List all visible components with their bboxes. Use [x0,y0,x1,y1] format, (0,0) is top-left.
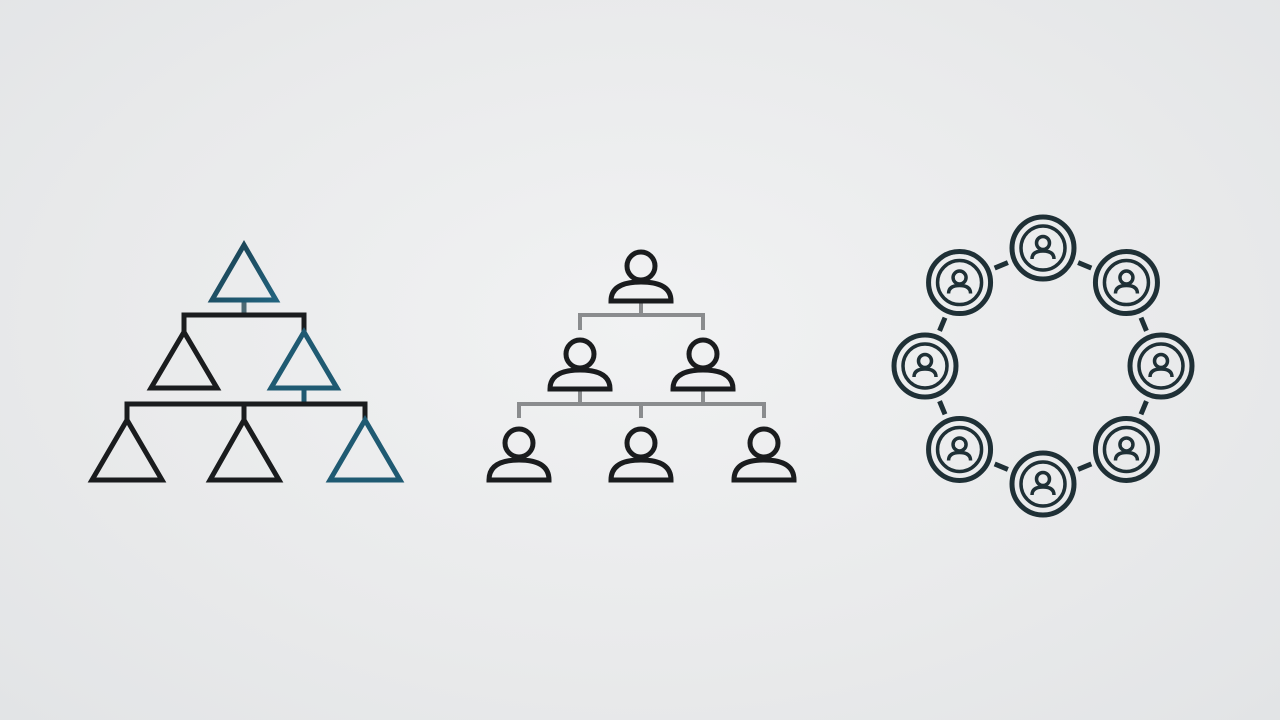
org-chart-nodes [486,249,797,483]
people-org-chart-diagram [486,249,797,483]
person-circle-icon [891,332,959,400]
bottom-left-triangle-icon [87,415,167,483]
ring-connector [1077,461,1093,472]
ring-connector [1077,260,1093,271]
connector-level-2-right [241,401,368,423]
ring-connector [937,316,948,332]
person-icon [486,426,552,483]
person-circle-icon [1127,332,1195,400]
ring-connector [993,461,1009,472]
bottom-right-triangle-icon [325,415,405,483]
person-circle-icon [1092,249,1160,317]
person-icon [547,337,613,392]
triangle-hierarchy-diagram [87,240,405,483]
org-chart-connectors [517,303,766,418]
connector-level-1 [181,312,307,335]
mid-left-triangle-icon [146,327,222,391]
person-circle-icon [1009,450,1077,518]
ring-connector [937,400,948,416]
ring-connector [993,260,1009,271]
person-circle-icon [1092,415,1160,483]
top-triangle-icon [207,240,281,303]
mid-right-triangle-icon [266,327,342,391]
person-circle-icon [926,415,994,483]
triangle-nodes [87,240,405,483]
person-icon [608,249,674,304]
connector-level-1 [578,313,705,330]
person-circle-icon [1009,214,1077,282]
person-icon [731,426,797,483]
ring-connector [1138,400,1149,416]
person-circle-icon [926,249,994,317]
people-network-ring-diagram [891,214,1195,518]
person-icon [608,426,674,483]
person-icon [670,337,736,392]
ring-connector [1138,316,1149,332]
bottom-center-triangle-icon [205,414,284,483]
triangle-connectors [124,299,368,423]
